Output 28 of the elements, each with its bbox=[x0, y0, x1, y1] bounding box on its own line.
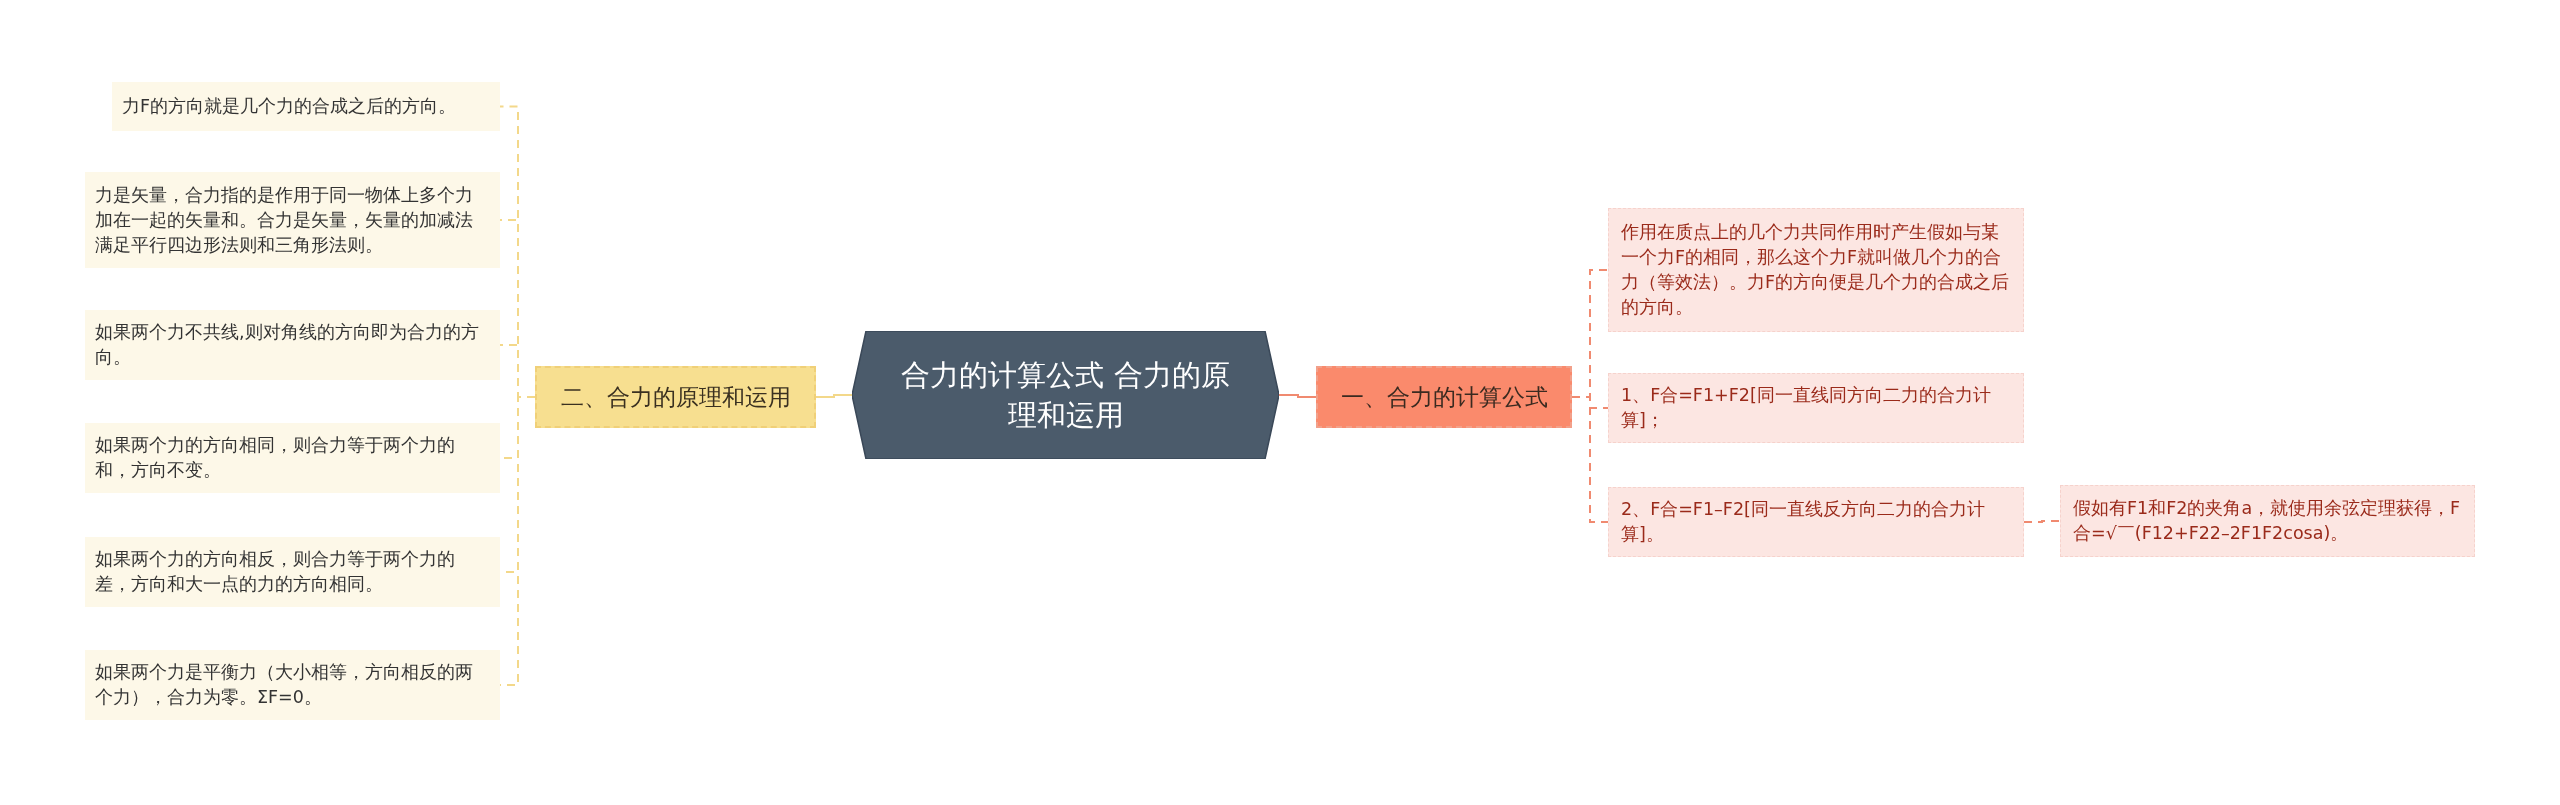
connector-line bbox=[2023, 520, 2061, 523]
node-text: 如果两个力不共线,则对角线的方向即为合力的方向。 bbox=[95, 321, 480, 369]
note-box bbox=[85, 310, 500, 380]
node-text: 合力的计算公式 合力的原理和运用 bbox=[900, 357, 1231, 434]
note-box bbox=[85, 172, 500, 268]
note-box bbox=[1608, 373, 2024, 443]
connector-line bbox=[1278, 394, 1317, 398]
topic-box bbox=[535, 366, 816, 428]
node-text: 力是矢量，合力指的是作用于同一物体上多个力加在一起的矢量和。合力是矢量，矢量的加减法满足平行四边形法则和三角形法则。 bbox=[95, 183, 474, 257]
node-text: 如果两个力的方向相同，则合力等于两个力的和，方向不变。 bbox=[95, 434, 456, 482]
note-box bbox=[1608, 208, 2024, 332]
note-box bbox=[85, 650, 500, 720]
note-box bbox=[112, 82, 500, 131]
node-text: 如果两个力的方向相反，则合力等于两个力的差，方向和大一点的力的方向相同。 bbox=[95, 548, 456, 596]
topic-box bbox=[1316, 366, 1572, 428]
node-text: 2、F合=F1–F2[同一直线反方向二力的合力计算]。 bbox=[1621, 498, 1986, 546]
node-text: 假如有F1和F2的夹角a，就使用余弦定理获得，F合=√￣(F12+F22–2F1F2cosa)。 bbox=[2073, 497, 2462, 545]
node-text: 如果两个力是平衡力（大小相等，方向相反的两个力），合力为零。ΣF=0。 bbox=[95, 661, 474, 709]
hexagon-node bbox=[852, 331, 1279, 459]
node-text: 1、F合=F1+F2[同一直线同方向二力的合力计算]； bbox=[1621, 384, 1992, 432]
connector-line bbox=[1571, 396, 1609, 523]
connector-line bbox=[815, 394, 853, 398]
note-box bbox=[2060, 485, 2475, 557]
node-text: 二、合力的原理和运用 bbox=[560, 382, 791, 412]
node-text: 一、合力的计算公式 bbox=[1340, 382, 1548, 412]
node-text: 力F的方向就是几个力的合成之后的方向。 bbox=[122, 95, 458, 118]
note-box bbox=[1608, 487, 2024, 557]
node-text: 作用在质点上的几个力共同作用时产生假如与某一个力F的相同，那么这个力F就叫做几个力的合力（等效法）。力F的方向便是几个力的合成之后的方向。 bbox=[1621, 221, 2011, 319]
